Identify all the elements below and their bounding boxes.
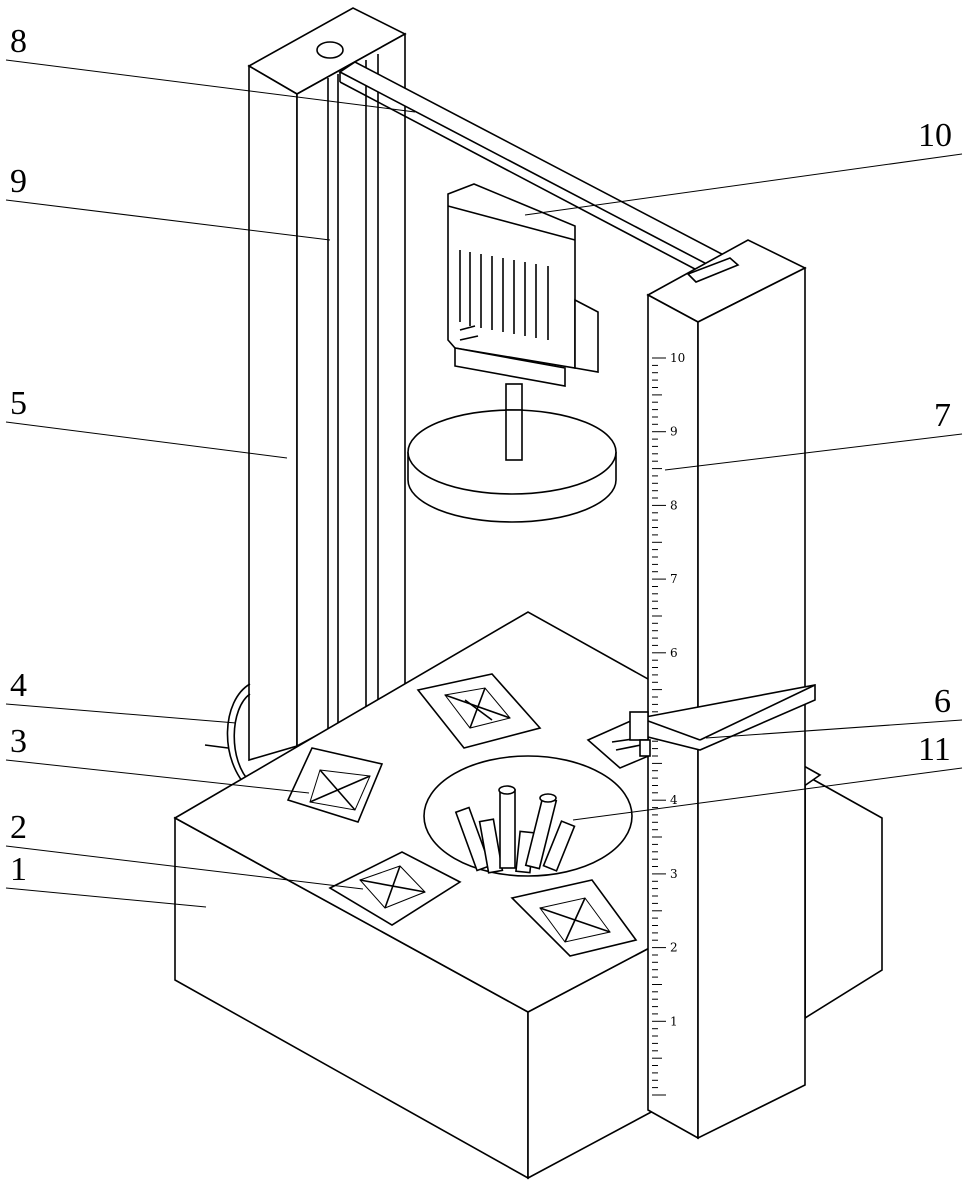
label-2: 2 (10, 809, 27, 846)
label-9: 9 (10, 163, 27, 200)
label-10: 10 (918, 117, 952, 154)
scale-number: 1 (670, 1014, 678, 1028)
label-4: 4 (10, 667, 27, 704)
scale-number: 4 (670, 793, 678, 807)
scale-number: 6 (670, 646, 678, 660)
scale-number: 2 (670, 941, 678, 955)
rotating-disc (408, 410, 616, 522)
right-column: 10987654321 (648, 240, 805, 1138)
label-8: 8 (10, 23, 27, 60)
label-3: 3 (10, 723, 27, 760)
label-7: 7 (934, 397, 951, 434)
label-11: 11 (918, 731, 951, 768)
left-column (249, 8, 405, 760)
scale-number: 8 (670, 498, 678, 512)
label-6: 6 (934, 683, 951, 720)
scale-number: 7 (670, 572, 678, 586)
scale-number: 3 (670, 867, 678, 881)
label-1: 1 (10, 851, 27, 888)
scale-number: 9 (670, 425, 678, 439)
scale-number: 10 (670, 351, 685, 365)
label-5: 5 (10, 385, 27, 422)
hose (205, 684, 250, 790)
